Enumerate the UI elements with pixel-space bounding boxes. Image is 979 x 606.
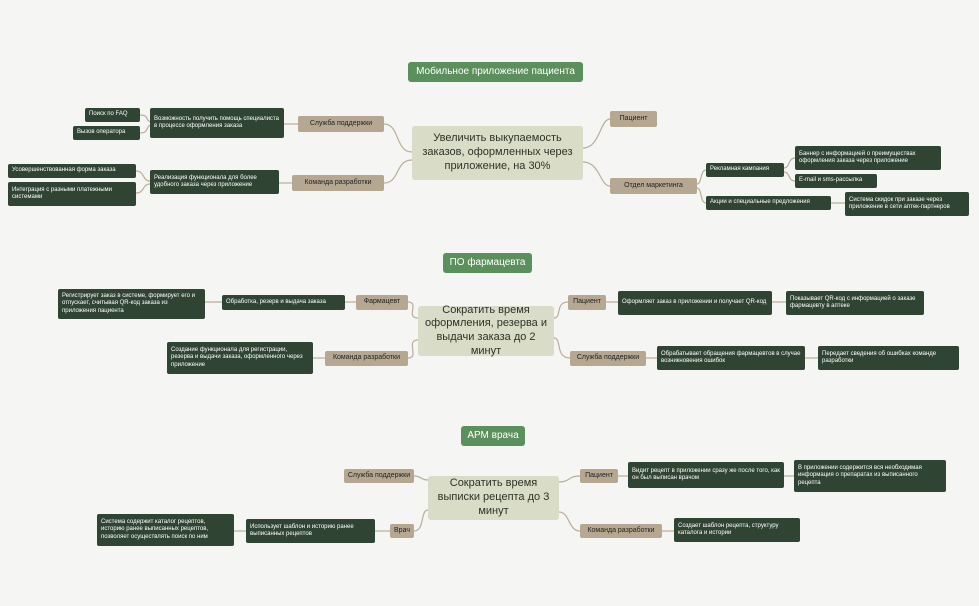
- role-node-support: Служба поддержки: [298, 116, 384, 132]
- role-node-patient: Пациент: [580, 469, 618, 483]
- map-title: АРМ врача: [461, 426, 525, 446]
- detail-node: Усовершенствованная форма заказа: [8, 164, 136, 178]
- detail-node: E-mail и sms-рассылка: [795, 174, 877, 188]
- task-node: Видит рецепт в приложении сразу же после…: [628, 462, 784, 488]
- role-node-support: Служба поддержки: [344, 469, 414, 483]
- role-node-dev-team: Команда разработки: [325, 351, 408, 366]
- role-node-patient: Пациент: [568, 295, 606, 310]
- role-node-dev-team: Команда разработки: [292, 175, 384, 191]
- detail-node: Показывает QR-код с информацией о заказе…: [786, 291, 924, 315]
- detail-node: Интеграция с разными платежными системам…: [8, 182, 136, 206]
- task-node: Реализация функционала для более удобног…: [150, 170, 279, 194]
- detail-node: Система скидок при заказе через приложен…: [845, 192, 969, 216]
- task-node: Создает шаблон рецепта, структуру катало…: [674, 518, 800, 542]
- detail-node: Баннер с информацией о преимуществах офо…: [795, 146, 941, 170]
- detail-node: Система содержит каталог рецептов, истор…: [97, 514, 234, 546]
- task-node: Возможность получить помощь специалиста …: [150, 108, 284, 138]
- task-node: Рекламная кампания: [706, 163, 784, 177]
- task-node: Использует шаблон и историю ранее выписа…: [246, 519, 375, 543]
- map-title: ПО фармацевта: [443, 253, 532, 273]
- role-node-patient: Пациент: [610, 111, 657, 127]
- detail-node: Регистрирует заказ в системе, формирует …: [58, 289, 205, 319]
- task-node: Создание функционала для регистрации, ре…: [167, 342, 313, 374]
- role-node-dev-team: Команда разработки: [580, 524, 662, 538]
- map-title: Мобильное приложение пациента: [408, 62, 583, 82]
- role-node-marketing: Отдел маркетинга: [610, 178, 697, 194]
- detail-node: Вызов оператора: [73, 126, 140, 140]
- detail-node: Поиск по FAQ: [85, 108, 140, 122]
- role-node-support: Служба поддержки: [570, 351, 646, 366]
- goal-node: Увеличить выкупаемость заказов, оформлен…: [412, 126, 583, 180]
- role-node-doctor: Врач: [390, 524, 414, 538]
- task-node: Обработка, резерв и выдача заказа: [222, 295, 345, 310]
- task-node: Оформляет заказ в приложении и получает …: [618, 291, 772, 315]
- task-node: Акции и специальные предложения: [706, 196, 831, 210]
- detail-node: В приложении содержится вся необходимая …: [794, 460, 946, 492]
- detail-node: Передает сведения об ошибках команде раз…: [818, 346, 959, 370]
- role-node-pharmacist: Фармацевт: [356, 295, 408, 310]
- goal-node: Сократить время выписки рецепта до 3 мин…: [428, 476, 559, 520]
- goal-node: Сократить время оформления, резерва и вы…: [418, 304, 554, 357]
- task-node: Обрабатывает обращения фармацевтов в слу…: [657, 346, 805, 370]
